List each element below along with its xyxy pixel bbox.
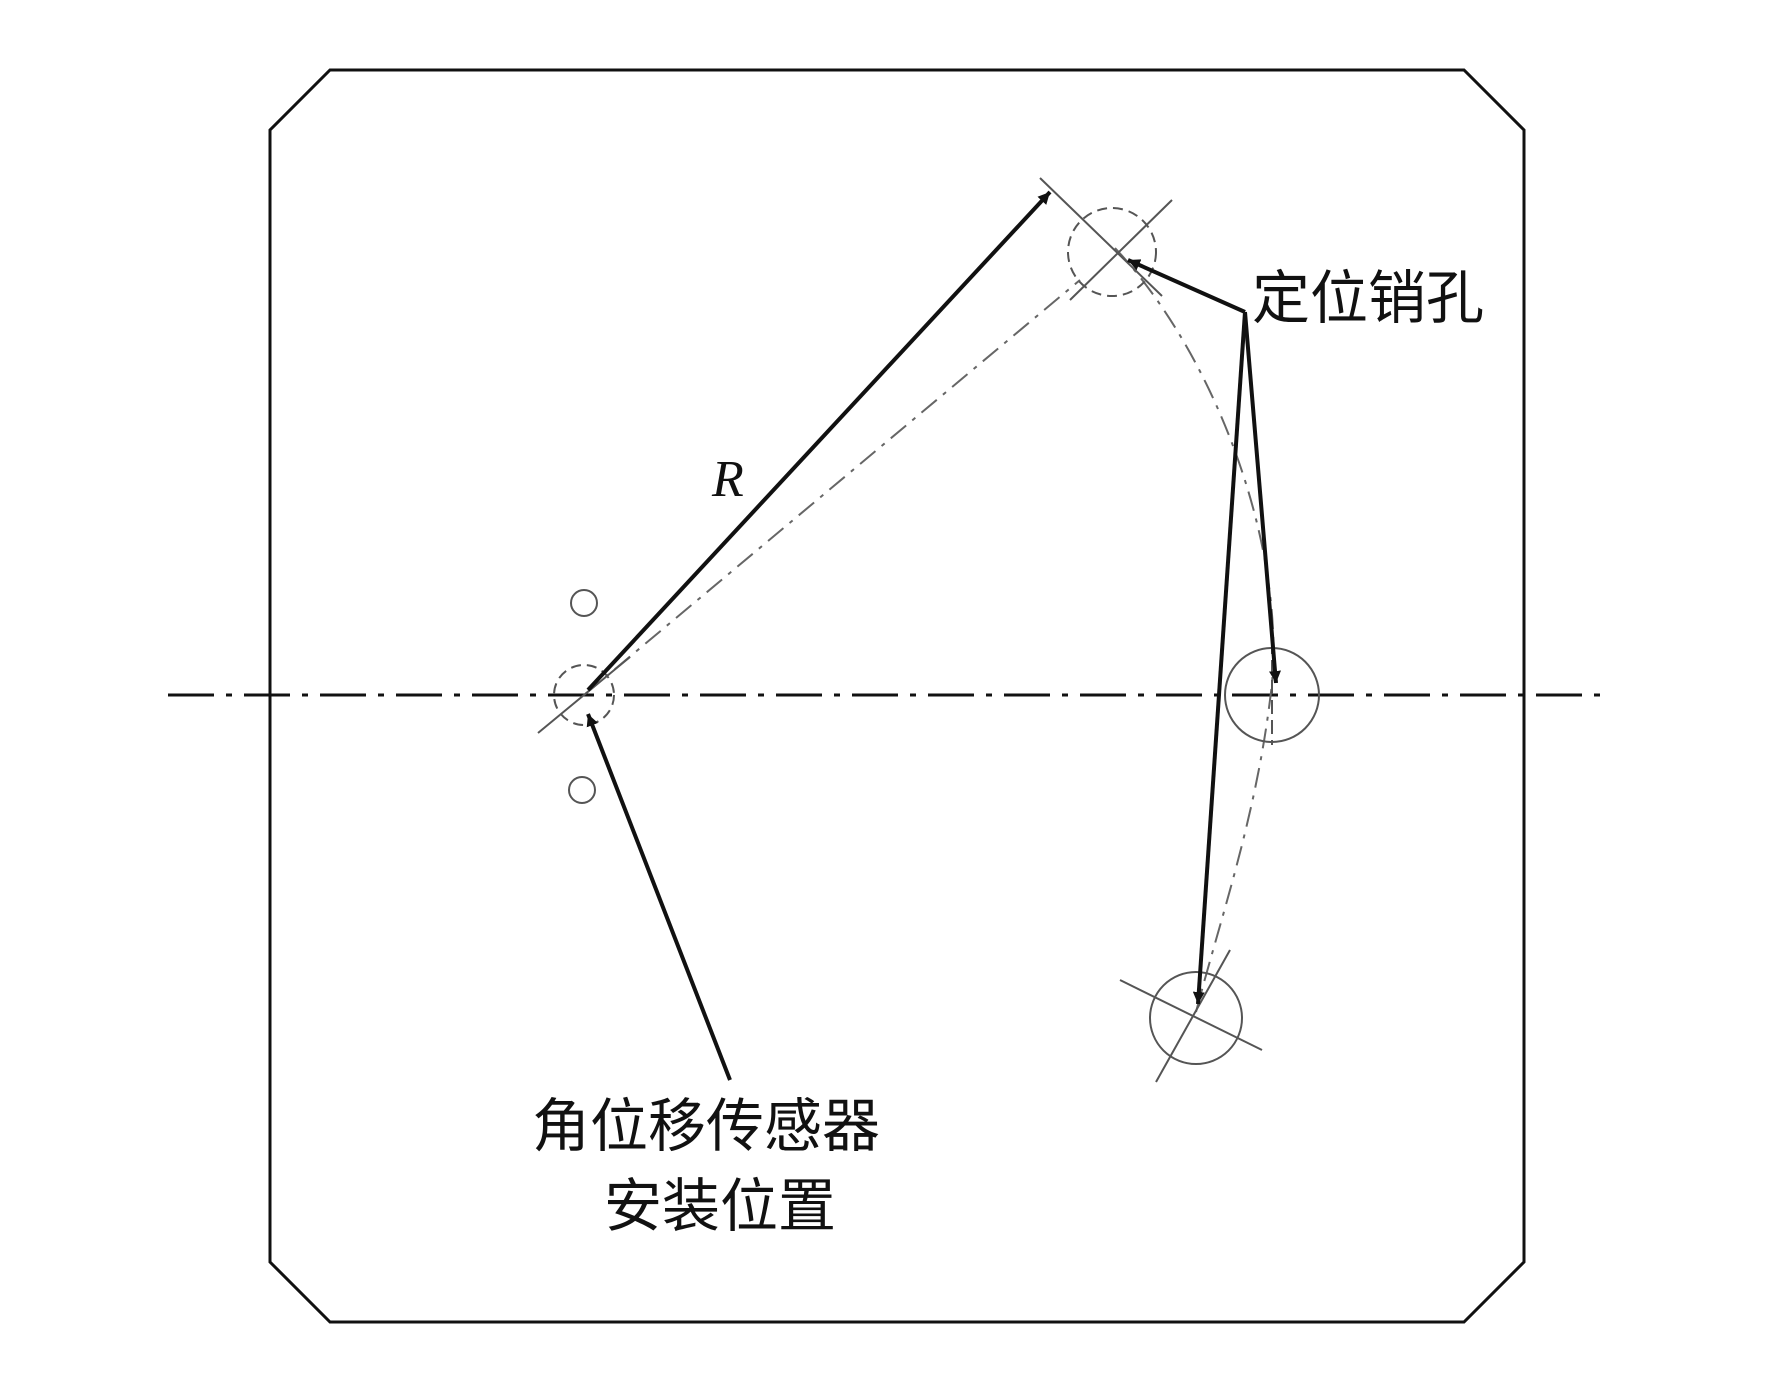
- pin-holes-label: 定位销孔: [1252, 264, 1484, 332]
- sensor-label-line1: 角位移传感器: [532, 1092, 880, 1160]
- sensor-label-line2: 安装位置: [604, 1172, 836, 1240]
- plate-outline: [268, 68, 1526, 1324]
- pin-leader-right: [1243, 311, 1281, 684]
- small-hole-lower: [568, 776, 596, 804]
- small-hole-upper: [570, 589, 598, 617]
- pin-leader-top: [1127, 258, 1246, 314]
- radius-arrow: [586, 190, 1052, 692]
- pin-hole-bottom: [1119, 949, 1263, 1083]
- sensor-leader-arrow: [586, 713, 732, 1081]
- pin-hole-top: [1039, 177, 1173, 301]
- sensor-hole: [537, 656, 631, 734]
- pin-leader-bottom: [1192, 311, 1247, 1005]
- radius-label: R: [711, 451, 744, 508]
- construction-line-top: [583, 279, 1081, 696]
- pin-hole-arc: [1114, 247, 1275, 1013]
